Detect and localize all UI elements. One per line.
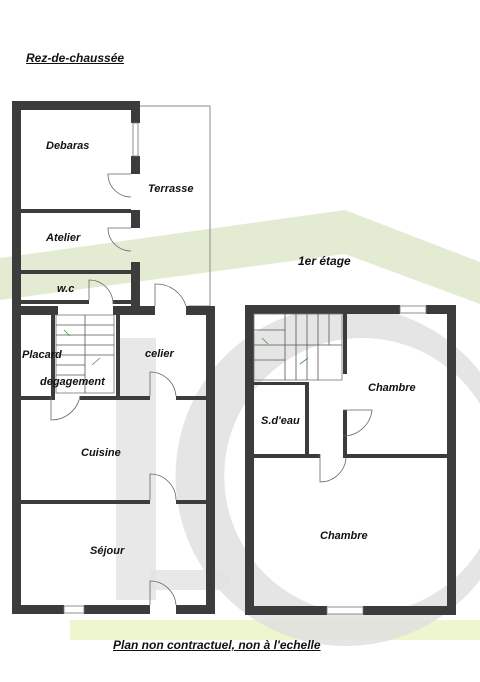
room-label-atelier: Atelier bbox=[46, 232, 81, 244]
room-label-debaras: Debaras bbox=[46, 140, 90, 152]
room-label-terrasse: Terrasse bbox=[148, 183, 194, 195]
room-label-sejour: Séjour bbox=[90, 545, 125, 557]
room-label-degagement: degagement bbox=[40, 376, 105, 388]
room-label-chambre-1: Chambre bbox=[368, 382, 416, 394]
door-swing-icon bbox=[50, 173, 373, 606]
window-icon bbox=[63, 122, 427, 615]
room-label-celier: celier bbox=[145, 348, 174, 360]
staircase-icon bbox=[55, 314, 115, 394]
disclaimer-footer: Plan non contractuel, non à l'echelle bbox=[113, 638, 321, 652]
room-label-wc: w.c bbox=[57, 283, 75, 295]
staircase-icon bbox=[253, 313, 343, 381]
ground-floor-walls bbox=[12, 101, 215, 614]
first-floor-walls bbox=[245, 305, 456, 615]
ground-floor-heading: Rez-de-chaussée bbox=[26, 51, 125, 65]
room-label-salle-d-eau: S.d'eau bbox=[261, 415, 300, 427]
first-floor-heading: 1er étage bbox=[298, 254, 351, 268]
room-label-placard: Placard bbox=[22, 349, 62, 361]
room-label-chambre-2: Chambre bbox=[320, 530, 368, 542]
watermark-logo bbox=[0, 210, 480, 646]
room-label-cuisine: Cuisine bbox=[81, 447, 121, 459]
